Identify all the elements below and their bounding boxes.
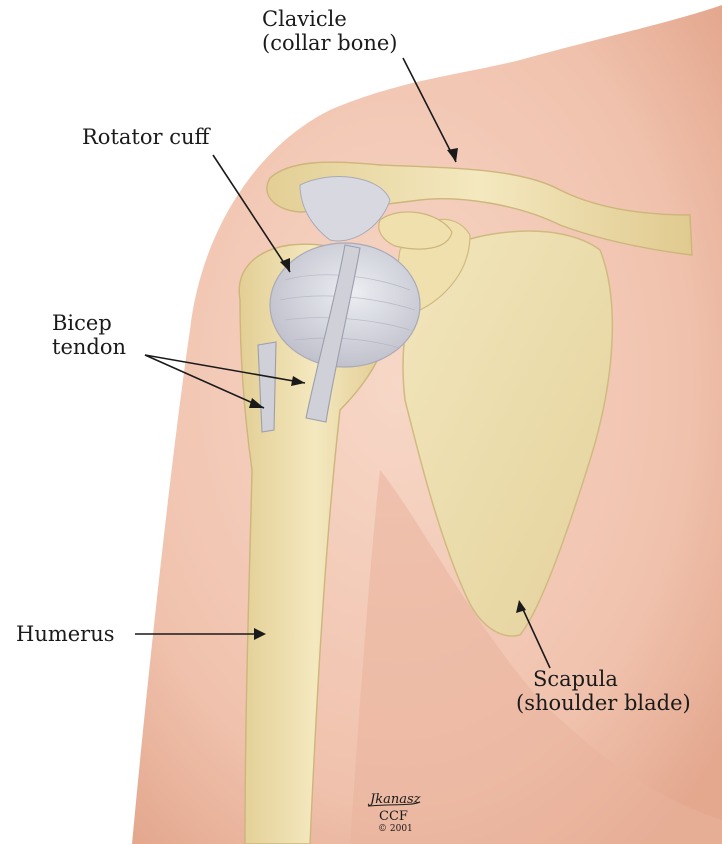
bicep-tendon-label: Bicep tendon (52, 311, 126, 359)
signature-org: CCF (379, 809, 408, 824)
bicep-tendon-label-line2: tendon (52, 335, 126, 359)
scapula-label-line1: Scapula (533, 667, 618, 691)
scapula-label-line2: (shoulder blade) (516, 691, 691, 715)
bicep-tendon-label-line1: Bicep (52, 311, 112, 335)
rotator-cuff-label: Rotator cuff (82, 125, 211, 149)
clavicle-label-line2: (collar bone) (262, 31, 398, 55)
signature-copyright: © 2001 (378, 824, 413, 834)
humerus-label: Humerus (16, 622, 115, 646)
clavicle-label-line1: Clavicle (262, 7, 347, 31)
clavicle-label: Clavicle (collar bone) (262, 7, 398, 55)
